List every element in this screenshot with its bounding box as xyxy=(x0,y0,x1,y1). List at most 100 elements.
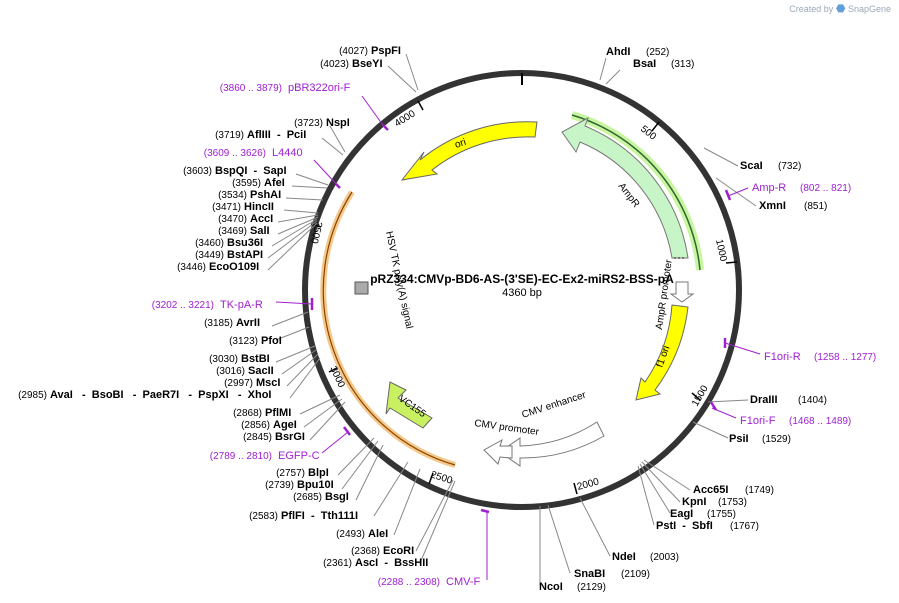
enzyme-position: (2583) xyxy=(249,511,278,522)
primer-range: (2288 .. 2308) xyxy=(378,577,440,588)
enzyme-position: (2739) xyxy=(265,480,294,491)
left-enzyme-labels: (4027) PspFI (4023) BseYI (3723) NspI (3… xyxy=(18,45,428,569)
enzyme-position: (2685) xyxy=(293,492,322,503)
enzyme-position: (3470) xyxy=(218,214,247,225)
enzyme-position: (851) xyxy=(804,201,827,212)
enzyme-label: PflMI xyxy=(265,407,291,419)
enzyme-label: EagI xyxy=(670,508,693,520)
enzyme-position: (2757) xyxy=(276,468,305,479)
enzyme-label: BspQI - SapI xyxy=(215,165,287,177)
f1-ori-feature-arrow xyxy=(635,304,689,401)
cmv-enhancer-arrow xyxy=(499,421,605,467)
enzyme-position: (3471) xyxy=(212,202,241,213)
enzyme-position: (732) xyxy=(778,161,801,172)
ori-feature-arrow xyxy=(400,121,538,181)
enzyme-label: AflIII - PciI xyxy=(247,129,306,141)
enzyme-label: PflFI - Tth111I xyxy=(281,510,358,522)
enzyme-position: (3719) xyxy=(215,130,244,141)
primer-label: TK-pA-R xyxy=(220,299,263,311)
primer-range: (1468 .. 1489) xyxy=(789,416,851,427)
enzyme-position: (3016) xyxy=(216,366,245,377)
enzyme-label: BstBI xyxy=(241,353,270,365)
primer-range: (2789 .. 2810) xyxy=(210,451,272,462)
snapgene-product-label: SnapGene xyxy=(847,4,891,14)
enzyme-position: (3449) xyxy=(195,250,224,261)
enzyme-label: HincII xyxy=(244,201,274,213)
primer-range: (3860 .. 3879) xyxy=(220,83,282,94)
enzyme-label: PshAI xyxy=(250,189,281,201)
enzyme-label: PspFI xyxy=(371,45,401,57)
enzyme-position: (3469) xyxy=(218,226,247,237)
enzyme-position: (2845) xyxy=(243,432,272,443)
primer-range: (1258 .. 1277) xyxy=(814,352,876,363)
enzyme-label: AvrII xyxy=(236,317,260,329)
ori-label: ori xyxy=(454,137,468,151)
enzyme-position: (4027) xyxy=(339,46,368,57)
tick-label-1000: 1000 xyxy=(713,238,728,262)
cmv-enhancer-label: CMV enhancer xyxy=(521,390,588,421)
enzyme-position: (2003) xyxy=(650,552,679,563)
enzyme-position: (1767) xyxy=(730,521,759,532)
enzyme-label: AhdI xyxy=(606,46,630,58)
enzyme-label: ScaI xyxy=(740,160,763,172)
primer-label: L4440 xyxy=(272,147,303,159)
enzyme-label: AvaI - BsoBI - PaeR7I - PspXI - XhoI xyxy=(50,389,271,401)
primer-label: F1ori-R xyxy=(764,351,801,363)
enzyme-label: BseYI xyxy=(352,58,383,70)
enzyme-label: EcoO109I xyxy=(209,261,259,273)
enzyme-label: MscI xyxy=(256,377,280,389)
tick-label-3500: 3500 xyxy=(308,220,324,245)
enzyme-label: PsiI xyxy=(729,433,749,445)
enzyme-position: (2129) xyxy=(577,582,606,593)
enzyme-position: (1753) xyxy=(718,497,747,508)
primer-label: EGFP-C xyxy=(278,450,320,462)
enzyme-position: (2493) xyxy=(336,529,365,540)
enzyme-position: (3595) xyxy=(232,178,261,189)
primer-range: (3202 .. 3221) xyxy=(152,300,214,311)
hsv-tk-polyA-box xyxy=(354,281,369,295)
enzyme-label: SnaBI xyxy=(574,568,605,580)
ampr-promoter-arrow xyxy=(669,281,695,303)
enzyme-label: SacII xyxy=(248,365,274,377)
enzyme-position: (2985) xyxy=(18,390,47,401)
enzyme-position: (1404) xyxy=(798,395,827,406)
enzyme-label: SalI xyxy=(250,225,270,237)
enzyme-position: (3123) xyxy=(229,336,258,347)
enzyme-position: (2868) xyxy=(233,408,262,419)
enzyme-label: AscI - BssHII xyxy=(355,557,428,569)
enzyme-label: NdeI xyxy=(612,551,636,563)
enzyme-position: (1529) xyxy=(762,434,791,445)
primer-marks xyxy=(310,124,732,514)
primer-label: CMV-F xyxy=(446,576,481,588)
enzyme-position: (3030) xyxy=(209,354,238,365)
created-by-label: Created by xyxy=(789,4,834,14)
primer-range: (802 .. 821) xyxy=(800,183,851,194)
hsv-tk-orf-line xyxy=(322,191,456,466)
ampr-label: AmpR xyxy=(616,181,642,210)
enzyme-label: Bsu36I xyxy=(227,237,263,249)
enzyme-position: (3446) xyxy=(177,262,206,273)
right-enzyme-labels: AhdI (252) BsaI (313) ScaI (732) XmnI (8… xyxy=(539,46,827,593)
plasmid-length: 4360 bp xyxy=(502,287,542,299)
ampr-orf-line xyxy=(571,114,701,271)
snapgene-watermark: Created by ⬣ SnapGene xyxy=(789,2,891,15)
cmv-promoter-label: CMV promoter xyxy=(474,418,541,438)
enzyme-label: AleI xyxy=(368,528,388,540)
cmv-promoter-arrow xyxy=(483,438,513,465)
primer-label: F1ori-F xyxy=(740,415,776,427)
enzyme-label: AgeI xyxy=(273,419,297,431)
enzyme-label: NcoI xyxy=(539,581,563,593)
enzyme-position: (252) xyxy=(646,47,669,58)
enzyme-label: Acc65I xyxy=(693,484,728,496)
enzyme-position: (2856) xyxy=(241,420,270,431)
plasmid-name: pRZ334:CMVp-BD6-AS-(3'SE)-EC-Ex2-miRS2-B… xyxy=(370,272,674,286)
primer-range: (3609 .. 3626) xyxy=(204,148,266,159)
enzyme-position: (2368) xyxy=(351,546,380,557)
primer-label: Amp-R xyxy=(752,182,786,194)
enzyme-label: BstAPI xyxy=(227,249,263,261)
enzyme-label: BsrGI xyxy=(275,431,305,443)
enzyme-position: (3534) xyxy=(218,190,247,201)
primer-leaders xyxy=(275,95,761,580)
primer-labels: (3860 .. 3879) pBR322ori-F (3609 .. 3626… xyxy=(152,82,877,588)
